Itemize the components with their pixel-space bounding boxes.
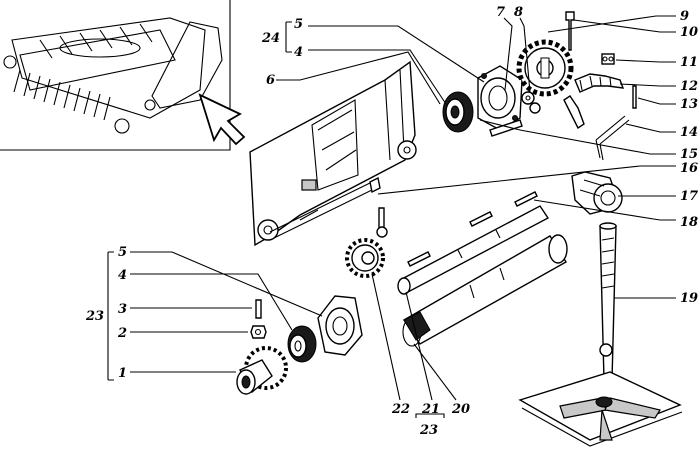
bearing-housing-bottom [317, 295, 363, 356]
bearing-icon [287, 325, 317, 363]
callout-24: 24 [261, 31, 280, 46]
callout-18: 18 [680, 215, 698, 230]
callout-19: 19 [680, 291, 698, 306]
callout-23-left: 23 [85, 309, 104, 324]
callout-2: 2 [117, 326, 127, 341]
leader-lines [107, 15, 676, 418]
bearing-icon [442, 91, 474, 133]
callout-10: 10 [680, 25, 698, 40]
screw-jack-icon [518, 222, 683, 447]
callout-23-bottom: 23 [419, 423, 438, 438]
callout-4: 4 [118, 268, 127, 283]
callout-17: 17 [680, 189, 698, 204]
inset-machine-view [0, 0, 246, 152]
callout-16: 16 [680, 161, 698, 176]
bearing-housing-top [477, 65, 523, 131]
callout-22: 22 [391, 402, 410, 417]
callout-9: 9 [680, 9, 689, 24]
callout-7: 7 [496, 5, 505, 20]
callout-14: 14 [680, 125, 698, 140]
callout-20: 20 [451, 402, 470, 417]
callout-11: 11 [680, 55, 698, 70]
gear-sprocket-icon [345, 238, 385, 278]
callout-4-top: 4 [294, 45, 303, 60]
side-frame-plate [249, 60, 417, 247]
pointer-arrow-icon [198, 93, 246, 146]
callout-labels: 5 4 3 2 1 23 5 4 24 6 7 8 9 10 11 12 13 … [85, 5, 698, 438]
roller-chain [563, 73, 625, 130]
callout-5: 5 [118, 245, 127, 260]
callout-5-top: 5 [294, 17, 303, 32]
gear-sprocket-icon [236, 346, 288, 395]
callout-3: 3 [118, 302, 127, 317]
callout-1: 1 [118, 366, 127, 381]
callout-12: 12 [680, 79, 698, 94]
callout-15: 15 [680, 147, 698, 162]
callout-13: 13 [680, 97, 698, 112]
callout-8: 8 [514, 5, 523, 20]
gear-sprocket-icon [516, 39, 574, 97]
callout-21: 21 [421, 402, 440, 417]
shaft-assembly [397, 191, 568, 347]
callout-6: 6 [266, 73, 275, 88]
clamp-block [571, 171, 623, 215]
